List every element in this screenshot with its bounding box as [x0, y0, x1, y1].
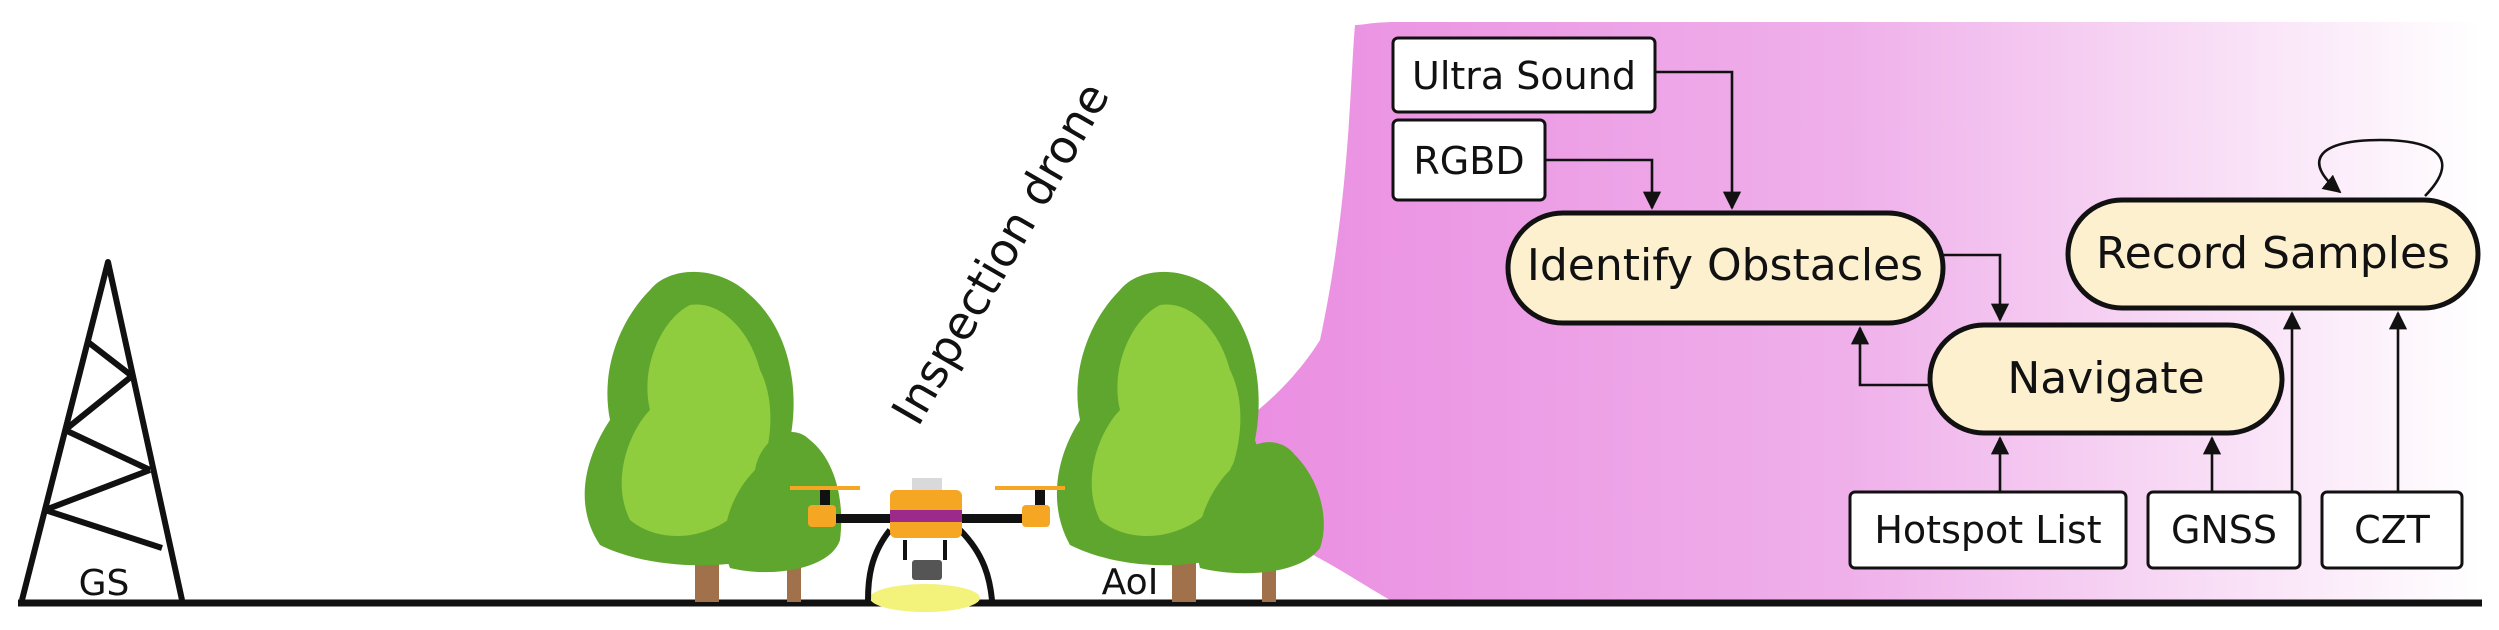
tree-icon — [584, 271, 842, 602]
drone-icon — [790, 478, 1065, 612]
navigate-to-identify-arrow — [1850, 326, 1930, 387]
rgbd-to-identify-arrow — [1545, 158, 1662, 210]
navigate-state — [1927, 322, 2285, 436]
gnss-label: GNSS — [2171, 508, 2277, 552]
ultrasound-label: Ultra Sound — [1412, 54, 1636, 98]
ultrasound-box — [1391, 36, 1657, 114]
rgbd-label: RGBD — [1413, 139, 1524, 183]
tower-icon — [19, 259, 185, 601]
hotspot-box — [1848, 490, 2128, 570]
czt-box — [2320, 490, 2464, 570]
identify-to-navigate-arrow — [1943, 253, 2010, 322]
record-samples-label: Record Samples — [2096, 228, 2450, 279]
gnss-box — [2146, 490, 2302, 570]
identify-obstacles-state — [1505, 210, 1946, 326]
czt-label: CZT — [2354, 508, 2431, 552]
tree-icon — [1056, 271, 1324, 602]
ultrasound-to-identify-arrow — [1655, 70, 1742, 210]
identify-obstacles-label: Identify Obstacles — [1527, 240, 1923, 291]
ground-station-label: GS — [79, 563, 130, 604]
hotspot-label: Hotspot List — [1874, 508, 2101, 552]
record-samples-state — [2065, 197, 2481, 311]
record-self-loop-arrow — [2317, 138, 2444, 197]
navigate-label: Navigate — [2007, 353, 2204, 404]
area-label: AoI — [1102, 562, 1159, 603]
